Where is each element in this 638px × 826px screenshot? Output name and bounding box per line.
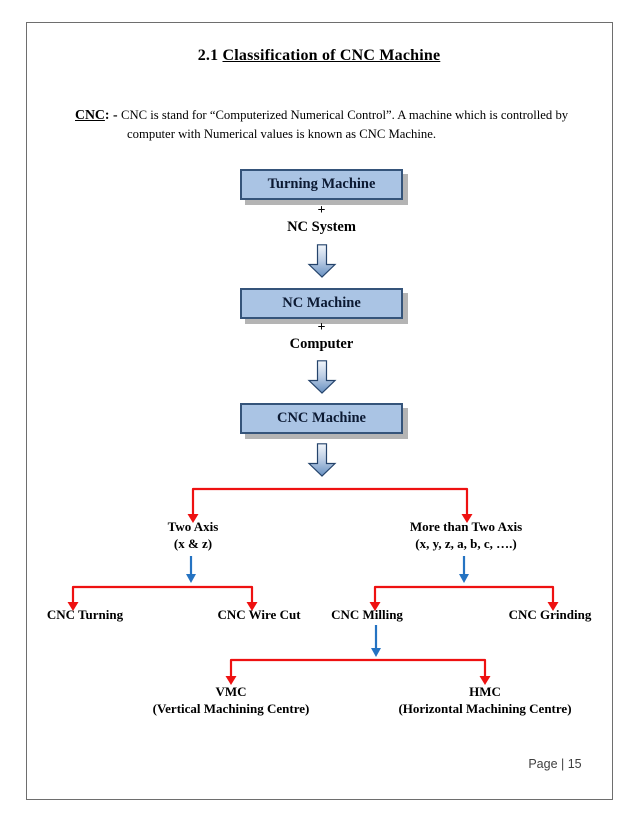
page-title-text: Classification of CNC Machine bbox=[222, 47, 441, 64]
branch-more-than-two-axis: More than Two Axis (x, y, z, a, b, c, ….… bbox=[381, 519, 551, 552]
leaf-cnc-turning: CNC Turning bbox=[46, 607, 124, 622]
leaf-cnc-milling: CNC Milling bbox=[331, 607, 403, 622]
node-label: Turning Machine bbox=[267, 176, 376, 192]
node-cnc-machine: CNC Machine bbox=[240, 403, 403, 434]
addend-computer: Computer bbox=[289, 336, 354, 352]
plus-sign: + bbox=[317, 203, 326, 218]
intro-paragraph: CNC: - CNC is stand for “Computerized Nu… bbox=[75, 105, 577, 143]
leaf-hmc: HMC (Horizontal Machining Centre) bbox=[370, 684, 600, 717]
branch-subtitle: (x, y, z, a, b, c, ….) bbox=[415, 535, 517, 551]
leaf-abbr: VMC bbox=[215, 684, 247, 699]
block-arrow-down-icon bbox=[307, 244, 337, 278]
leaf-vmc: VMC (Vertical Machining Centre) bbox=[121, 684, 341, 717]
node-label: CNC Machine bbox=[276, 410, 366, 426]
branch-title: Two Axis bbox=[167, 519, 219, 534]
intro-separator: : - bbox=[104, 107, 121, 122]
leaf-abbr: HMC bbox=[469, 684, 501, 699]
intro-definition: CNC is stand for “Computerized Numerical… bbox=[121, 108, 569, 141]
branch-title: More than Two Axis bbox=[409, 519, 523, 534]
leaf-cnc-wire-cut: CNC Wire Cut bbox=[217, 607, 301, 622]
plus-sign: + bbox=[317, 320, 326, 335]
page-title-number: 2.1 bbox=[197, 47, 219, 64]
intro-term: CNC bbox=[75, 107, 105, 122]
node-label: NC Machine bbox=[282, 295, 361, 311]
block-arrow-down-icon bbox=[307, 360, 337, 394]
branch-subtitle: (x & z) bbox=[173, 535, 213, 551]
node-nc-machine: NC Machine bbox=[240, 288, 403, 319]
leaf-cnc-grinding: CNC Grinding bbox=[508, 607, 592, 622]
leaf-full-name: (Horizontal Machining Centre) bbox=[398, 700, 572, 716]
block-arrow-down-icon bbox=[307, 443, 337, 477]
page-title: 2.1 Classification of CNC Machine bbox=[0, 47, 638, 65]
leaf-full-name: (Vertical Machining Centre) bbox=[152, 700, 310, 716]
addend-nc-system: NC System bbox=[287, 219, 356, 235]
page-number: Page | 15 bbox=[528, 757, 582, 771]
branch-two-axis: Two Axis (x & z) bbox=[133, 519, 253, 552]
node-turning-machine: Turning Machine bbox=[240, 169, 403, 200]
